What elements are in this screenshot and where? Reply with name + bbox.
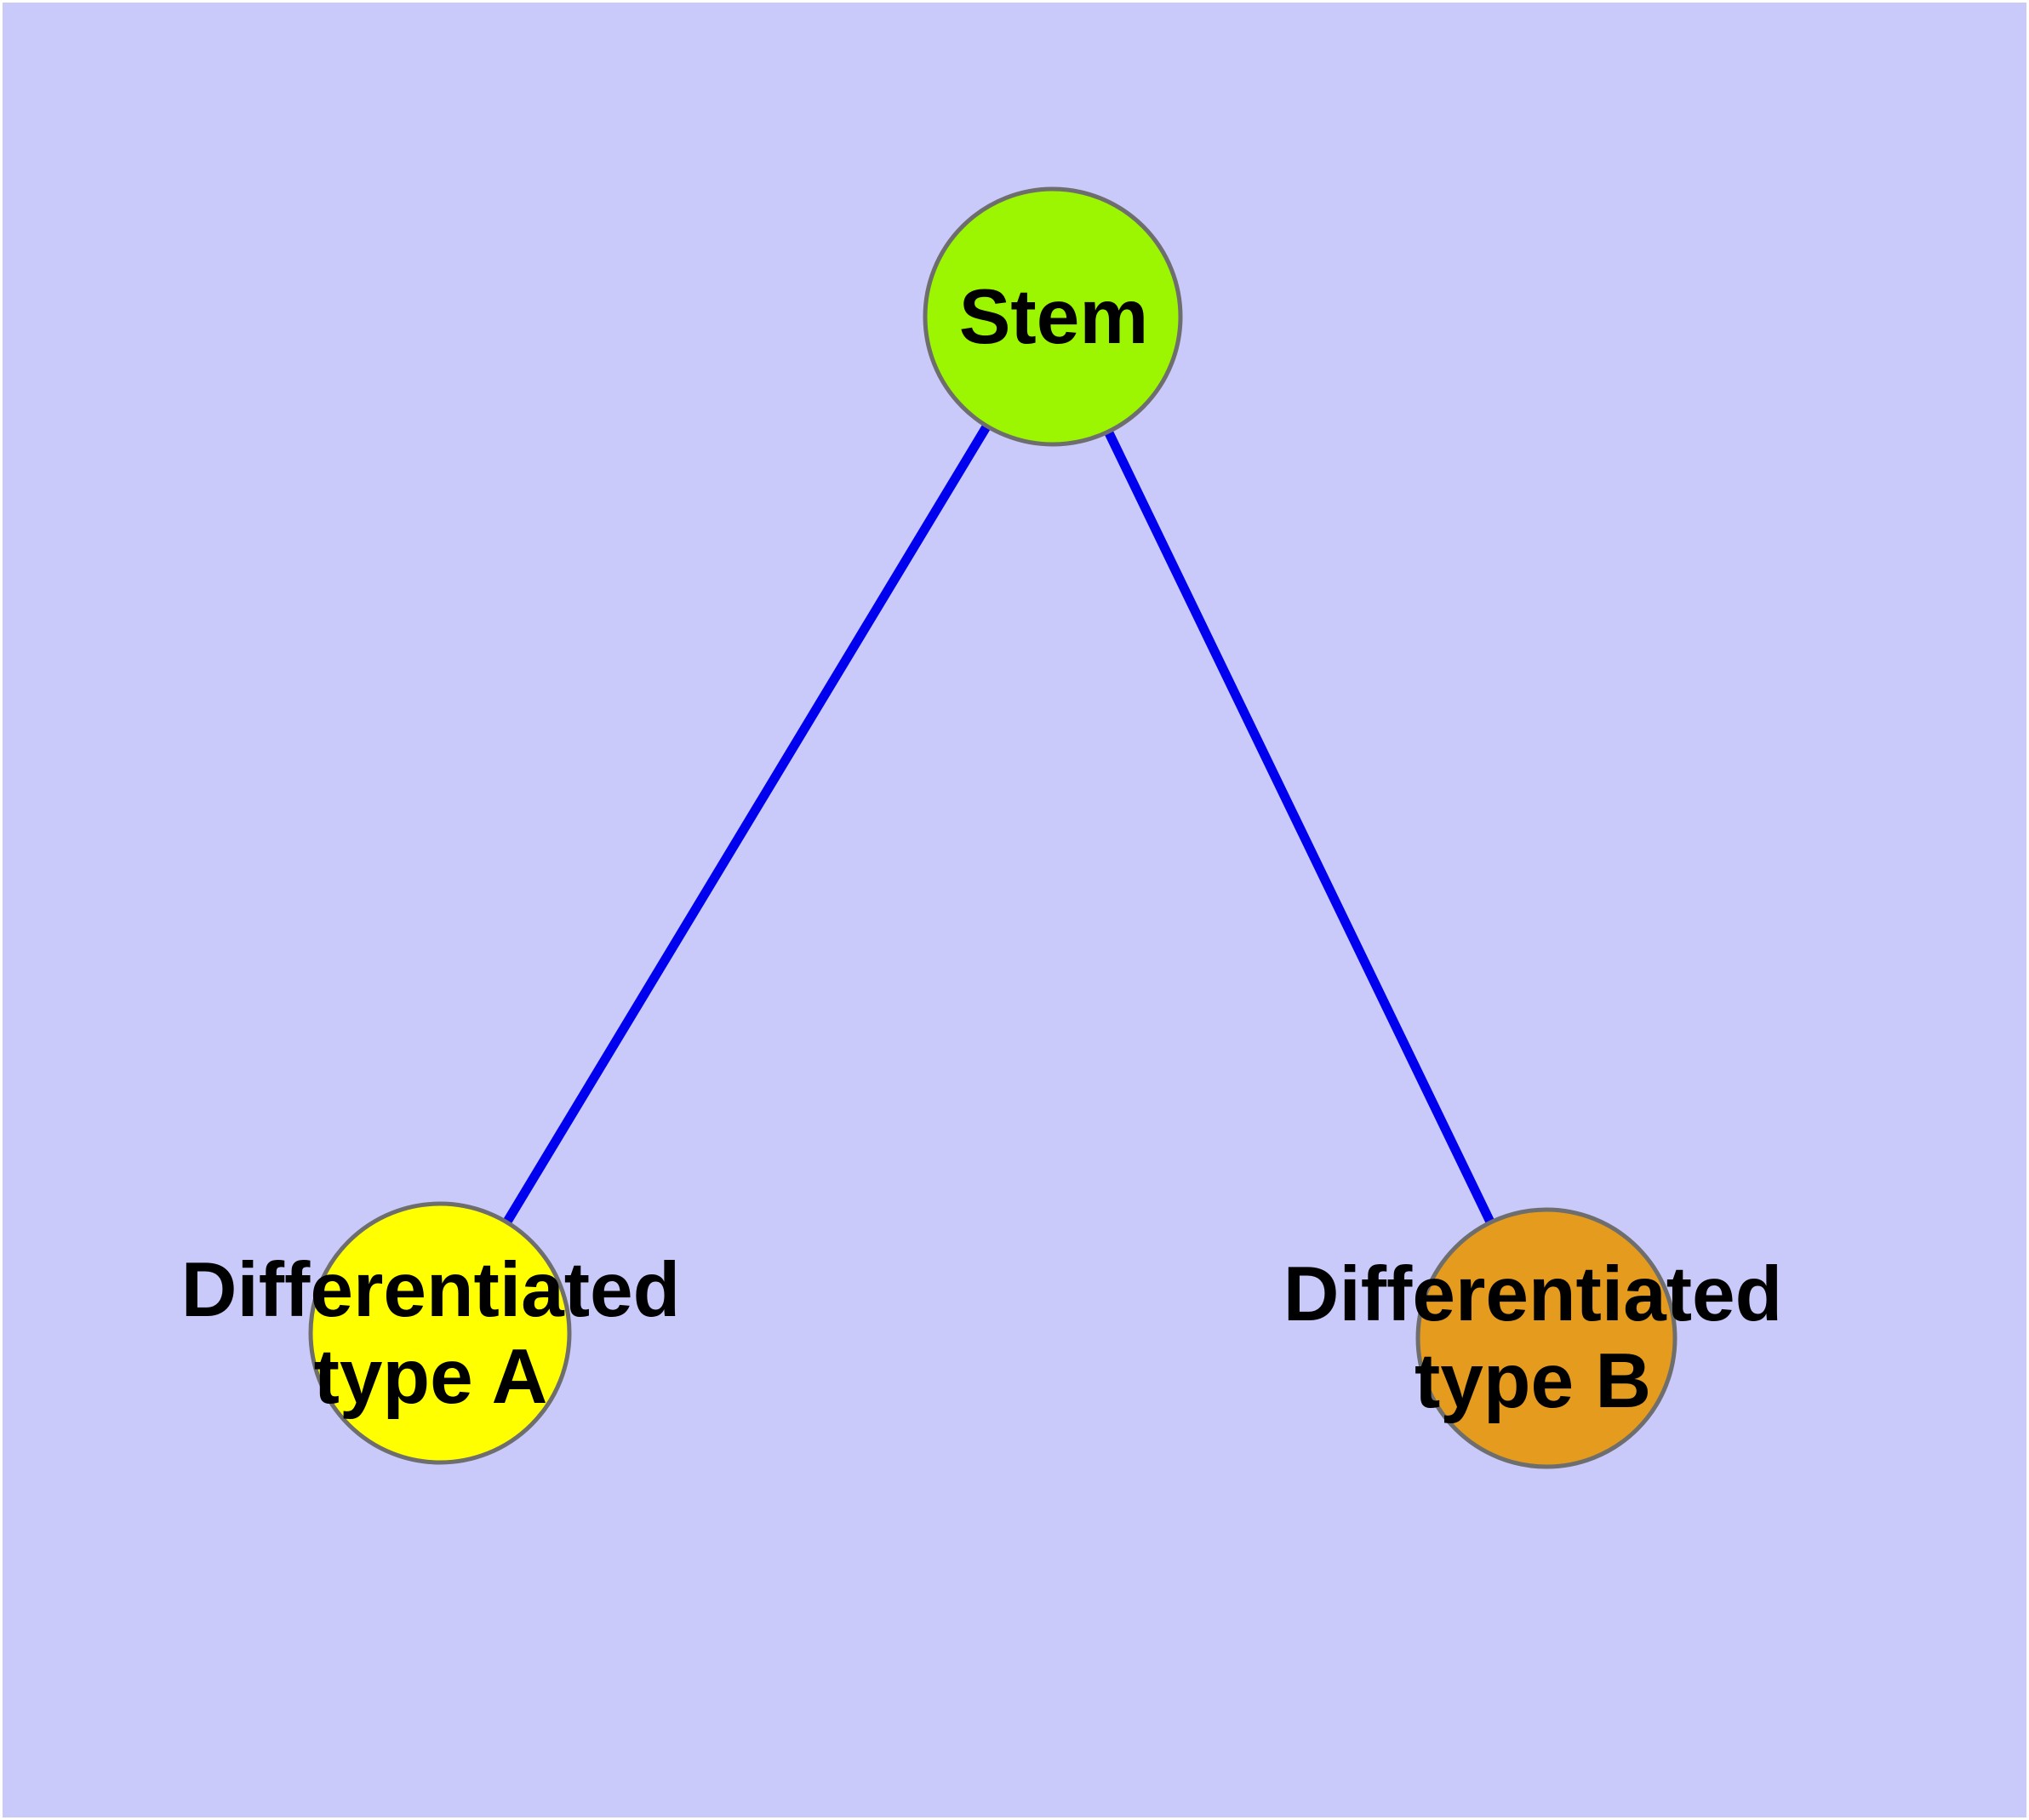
node-type-b-circle — [1415, 1207, 1677, 1469]
node-stem-label-text: Stem — [958, 274, 1149, 361]
node-type-b-label-line2: type B — [1414, 1338, 1652, 1424]
node-stem-label: Stem — [959, 274, 1149, 361]
node-type-a-label-line1: Differentiated — [180, 1247, 681, 1334]
node-stem-circle — [923, 186, 1183, 447]
edge-stem-to-type-a — [436, 314, 1057, 1336]
node-type-b-label-line1: Differentiated — [1283, 1251, 1783, 1338]
node-type-b-label: Differentiated type B — [1283, 1251, 1783, 1425]
node-type-a-circle — [308, 1201, 572, 1465]
edge-stem-to-type-b — [1049, 314, 1551, 1341]
node-type-a-label-line2: type A — [313, 1334, 548, 1420]
node-type-a-label: Differentiated type A — [181, 1247, 681, 1421]
